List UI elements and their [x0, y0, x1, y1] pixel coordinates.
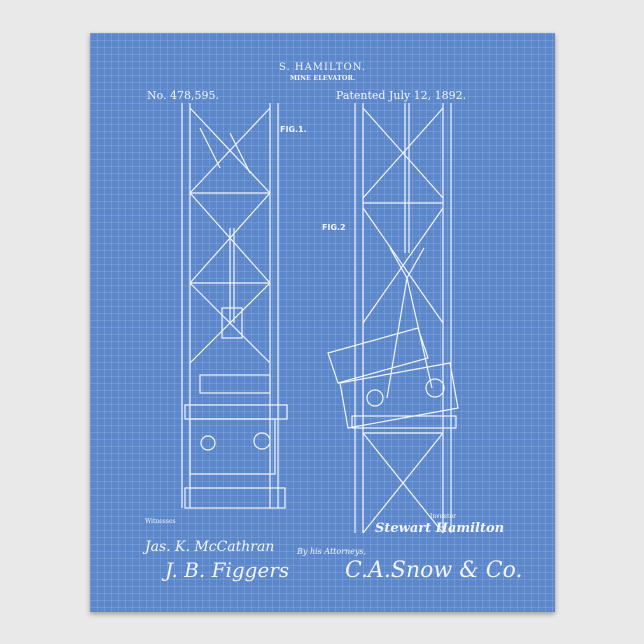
- attorney-signature: C.A.Snow & Co.: [345, 558, 523, 583]
- witness-2-signature: J. B. Figgers: [165, 558, 289, 582]
- attorneys-label: By his Attorneys,: [297, 547, 366, 556]
- fig1-drawing: [182, 103, 287, 508]
- inventor-signature: Stewart Hamilton: [375, 521, 504, 536]
- witnesses-label: Witnesses: [145, 518, 176, 525]
- inventor-label: Inventor: [430, 513, 456, 520]
- patent-poster: S. HAMILTON. MINE ELEVATOR. No. 478,595.…: [90, 33, 555, 612]
- fig2-drawing: [328, 103, 458, 533]
- witness-1-signature: Jas. K. McCathran: [145, 539, 274, 555]
